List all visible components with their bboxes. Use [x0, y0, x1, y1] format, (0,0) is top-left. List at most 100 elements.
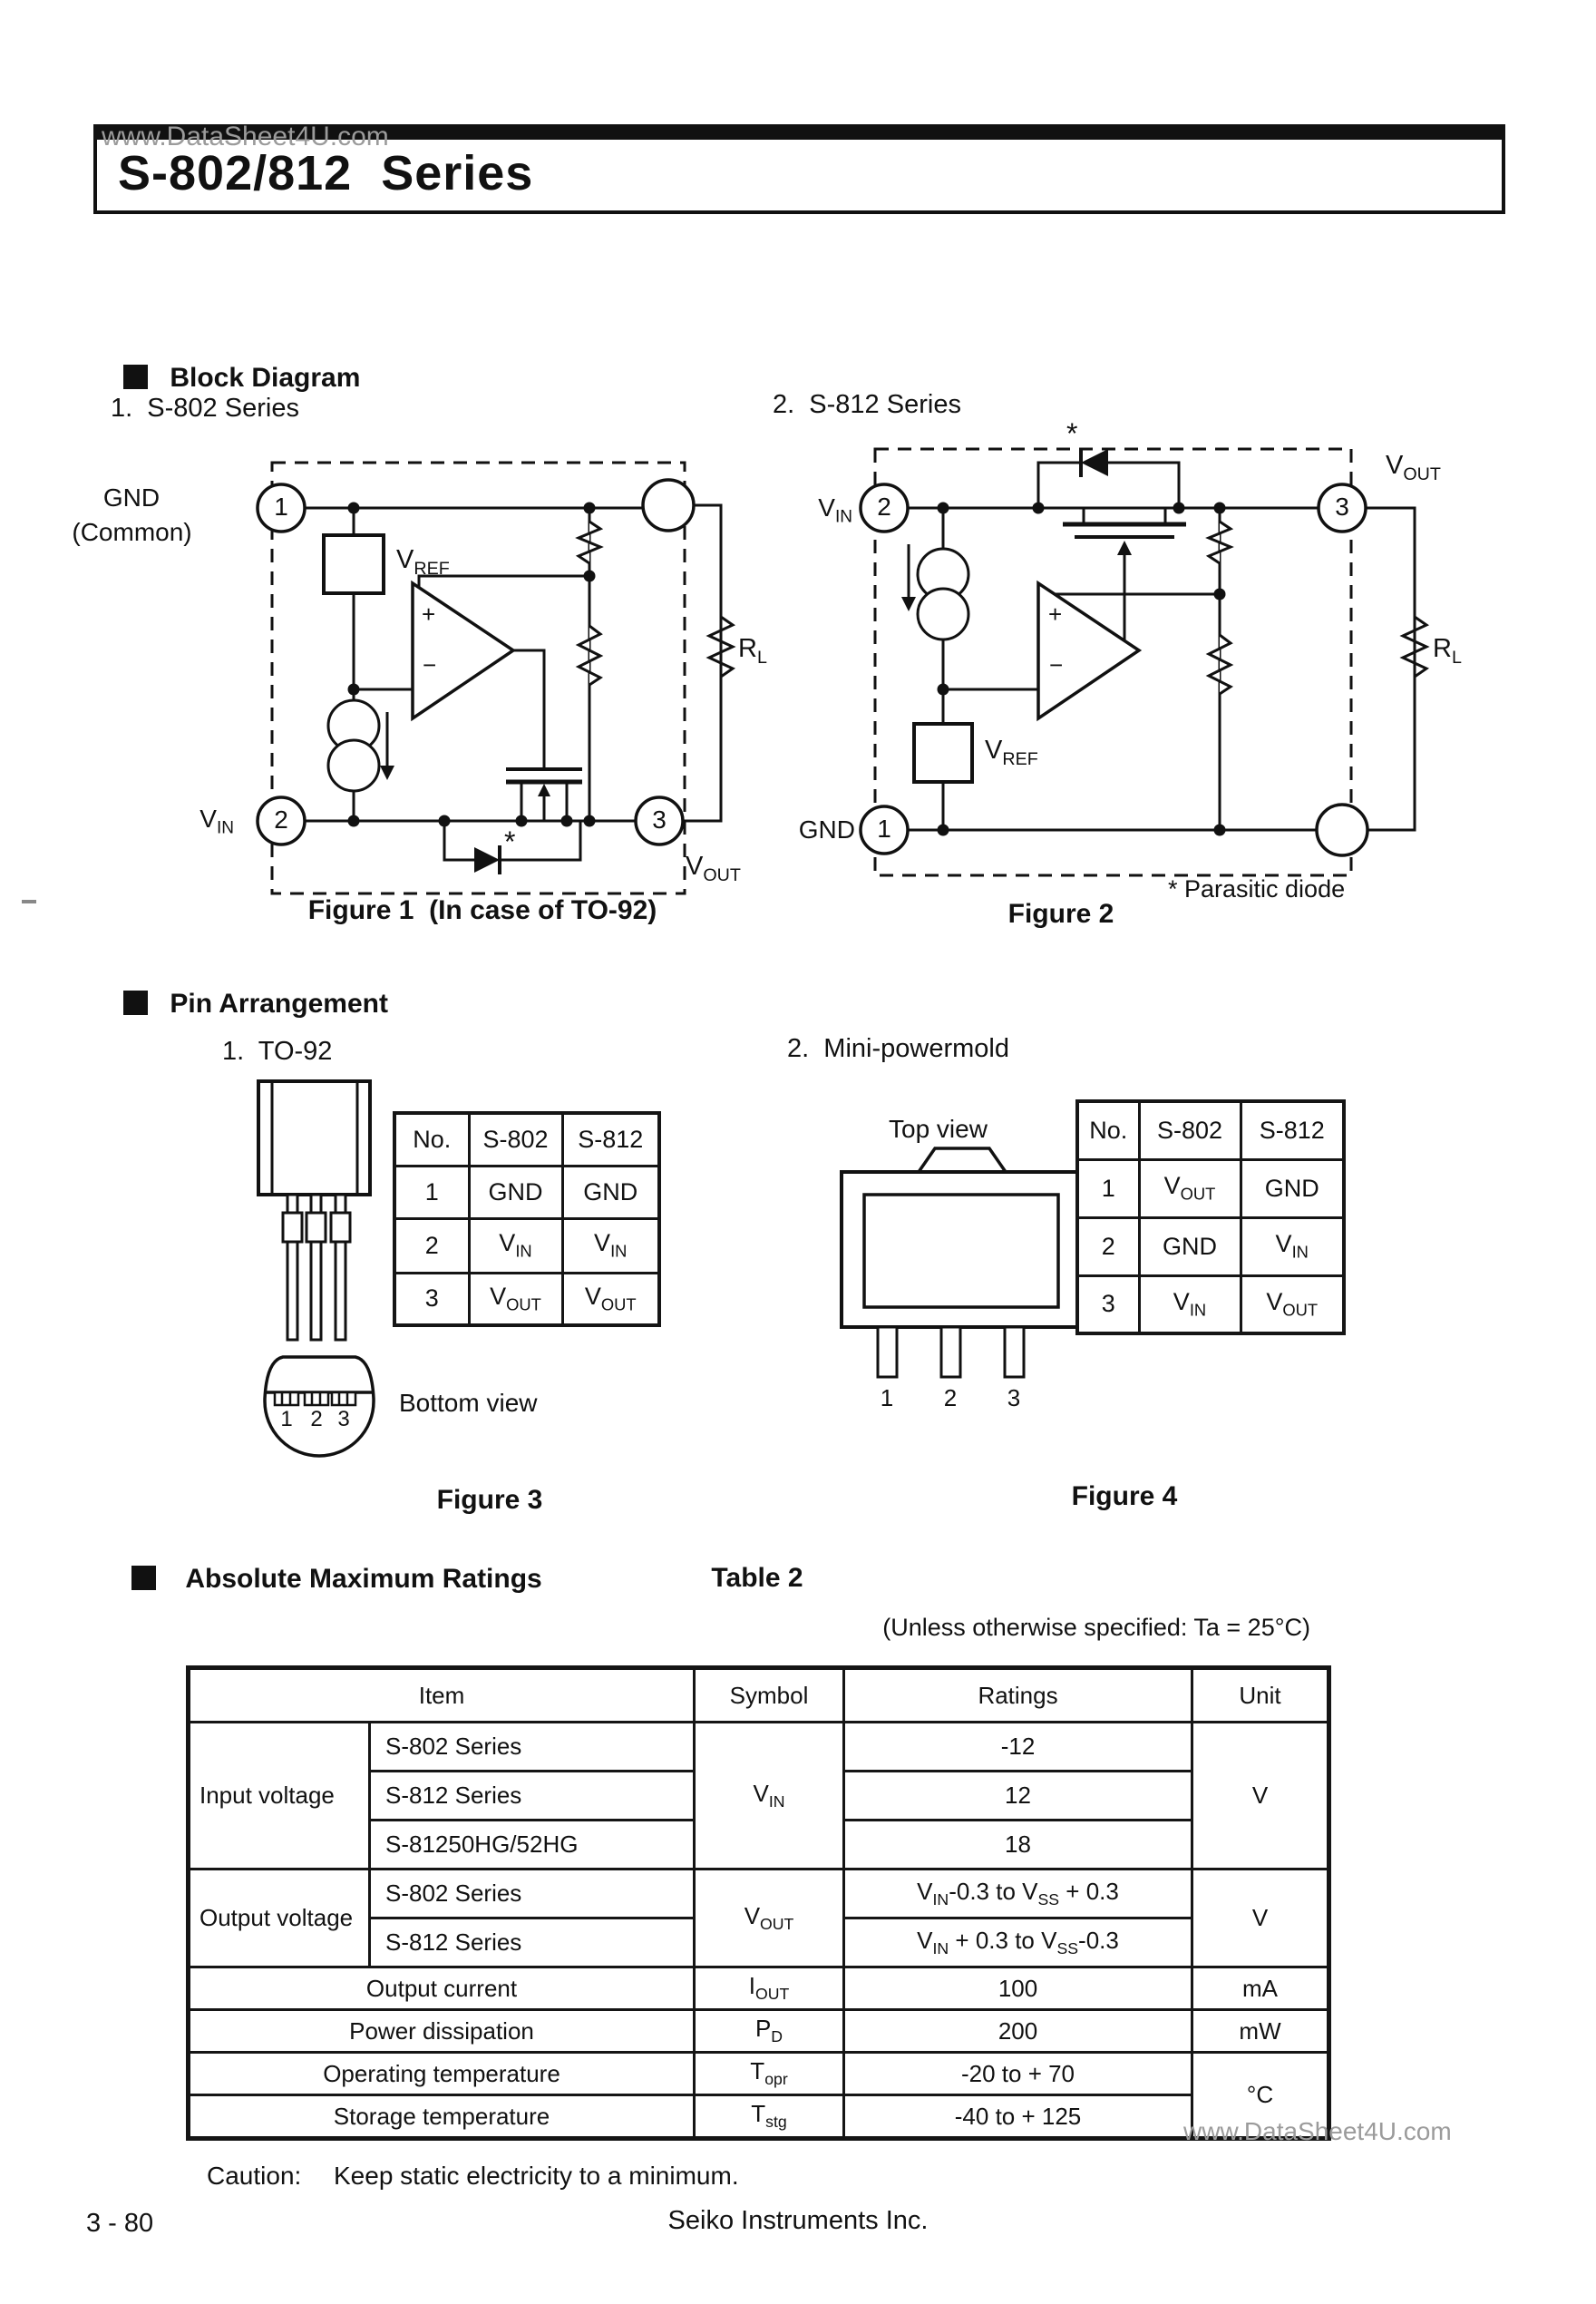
to92-pin-table: No. S-802 S-812 1 GND GND 2 VIN VIN 3 VO…	[393, 1111, 661, 1327]
unit-degc: °C	[1191, 2051, 1331, 2140]
table-row: S-81250HG/52HG 18	[189, 1819, 1329, 1870]
item-operating-temperature: Operating temperature	[186, 2051, 696, 2096]
section-pin-arrangement: Pin Arrangement	[93, 958, 388, 1050]
cell: VOUT	[560, 1271, 661, 1327]
mini-powermold-drawing	[840, 1147, 1083, 1379]
cell: 2	[1075, 1215, 1141, 1277]
subitem: S-802 Series	[367, 1721, 696, 1772]
fig2-gnd-label: GND	[798, 815, 855, 844]
unit-v: V	[1191, 1868, 1331, 1968]
ratings-header-row: Item Symbol Ratings Unit	[186, 1666, 1331, 1723]
col-no: No.	[1075, 1099, 1141, 1161]
title-box	[93, 124, 1505, 214]
cell: GND	[560, 1164, 661, 1220]
table-row: Operating temperature Topr -20 to + 70 °…	[186, 2051, 1331, 2140]
cell: VOUT	[467, 1271, 564, 1327]
fig1-mosfet	[506, 767, 582, 821]
cell: 1	[1075, 1157, 1141, 1219]
symbol-iout: IOUT	[693, 1966, 846, 2011]
rating-value: 12	[842, 1770, 1194, 1821]
col-s812: S-812	[1239, 1099, 1346, 1161]
fig1-load-resistor	[706, 615, 736, 689]
rating-value: 200	[842, 2008, 1194, 2054]
col-ratings: Ratings	[842, 1666, 1194, 1723]
cell: 3	[1075, 1274, 1141, 1335]
mini-caption: Figure 4	[1071, 1481, 1178, 1511]
fig1-ic-boundary	[270, 461, 686, 895]
abs-max-ratings-table: Item Symbol Ratings Unit Input voltage S…	[186, 1665, 1332, 2141]
fig1-opamp	[411, 580, 517, 722]
rating-value: -40 to + 125	[842, 2094, 1194, 2140]
mini-pin-table: No. S-802 S-812 1 VOUT GND 2 GND VIN 3 V…	[1075, 1099, 1346, 1335]
fig2-vout-label: VOUT	[1386, 451, 1441, 484]
fig1-caption: Figure 1 (In case of TO-92)	[307, 895, 657, 925]
fig2-divider-resistors	[1205, 520, 1234, 698]
cell: VOUT	[1137, 1157, 1242, 1219]
section-block-diagram: Block Diagram	[93, 332, 360, 425]
watermark-bottom: www.DataSheet4U.com	[1183, 2117, 1452, 2145]
fig1-pin-circles	[256, 478, 696, 846]
col-no: No.	[393, 1111, 471, 1167]
fig2-rl-label: RL	[1433, 634, 1462, 668]
fig1-current-source	[326, 698, 394, 793]
mini-top-view-label: Top view	[889, 1115, 988, 1143]
ratings-condition: (Unless otherwise specified: Ta = 25°C)	[882, 1614, 1310, 1641]
rating-value: -20 to + 70	[842, 2051, 1194, 2096]
table-row: 2 GND VIN	[1075, 1215, 1346, 1277]
cell: VOUT	[1239, 1274, 1346, 1335]
col-item: Item	[186, 1666, 696, 1723]
fig1-common-label: (Common)	[72, 518, 192, 546]
table-row: Input voltage S-802 Series VIN -12 V	[187, 1721, 1331, 1870]
rating-value: 100	[842, 1966, 1194, 2011]
table-row: 2 VIN VIN	[393, 1216, 661, 1274]
mini-table-header-row: No. S-802 S-812	[1075, 1099, 1346, 1161]
fig2-diode-star: *	[1066, 417, 1078, 450]
margin-dash	[22, 900, 36, 903]
fig1-vref-label: VREF	[396, 545, 450, 579]
fig1-vref-box	[322, 533, 385, 595]
footer-page-number: 3 - 80	[86, 2209, 154, 2238]
fig1-divider-resistors	[575, 520, 604, 689]
cell: 1	[393, 1164, 471, 1220]
fig1-opamp-plus: +	[422, 600, 436, 628]
fig1-vin-label: VIN	[200, 805, 234, 838]
col-s812: S-812	[560, 1111, 661, 1167]
item-input-voltage: Input voltage	[187, 1721, 371, 1870]
col-s802: S-802	[1137, 1099, 1242, 1161]
section-pin-arrangement-label: Pin Arrangement	[170, 989, 388, 1019]
cell: VIN	[467, 1216, 564, 1274]
to92-bottom-pin-2: 2	[310, 1407, 323, 1431]
cell: 3	[393, 1271, 471, 1327]
symbol-vout: VOUT	[693, 1868, 846, 1968]
section-bullet-icon	[123, 365, 149, 389]
mini-pin-3: 3	[1007, 1384, 1021, 1411]
symbol-tstg: Tstg	[693, 2094, 846, 2140]
fig1-rl-label: RL	[738, 634, 767, 668]
to92-table-header-row: No. S-802 S-812	[393, 1111, 661, 1167]
table-row: Storage temperature Tstg -40 to + 125	[186, 2094, 1329, 2140]
fig1-pin1-number: 1	[274, 493, 288, 521]
table-row: S-812 Series 12	[189, 1770, 1329, 1821]
fig2-pin-circles	[859, 483, 1369, 857]
fig1-parasitic-diode	[474, 845, 501, 874]
fig1-diode-star: *	[504, 825, 516, 858]
unit-v: V	[1191, 1721, 1331, 1870]
cell: GND	[467, 1164, 564, 1220]
fig2-parasitic-diode	[1079, 448, 1108, 477]
mini-heading: 2. Mini-powermold	[787, 1034, 1009, 1063]
subitem: S-802 Series	[367, 1868, 696, 1919]
fig2-pin3-number: 3	[1335, 493, 1349, 521]
fig1-heading: 1. S-802 Series	[111, 394, 299, 423]
to92-caption: Figure 3	[436, 1485, 543, 1515]
col-s802: S-802	[467, 1111, 564, 1167]
section-block-diagram-label: Block Diagram	[170, 363, 361, 393]
caution-label: Caution:	[207, 2162, 302, 2190]
table-row: 1 GND GND	[393, 1164, 661, 1220]
unit-mw: mW	[1191, 2008, 1331, 2054]
fig2-mosfet	[1063, 508, 1186, 555]
cell: 2	[393, 1216, 471, 1274]
subitem: S-812 Series	[367, 1917, 696, 1968]
fig2-opamp	[1036, 580, 1143, 722]
mini-pin-1: 1	[880, 1384, 894, 1411]
fig1-vout-label: VOUT	[686, 852, 741, 885]
